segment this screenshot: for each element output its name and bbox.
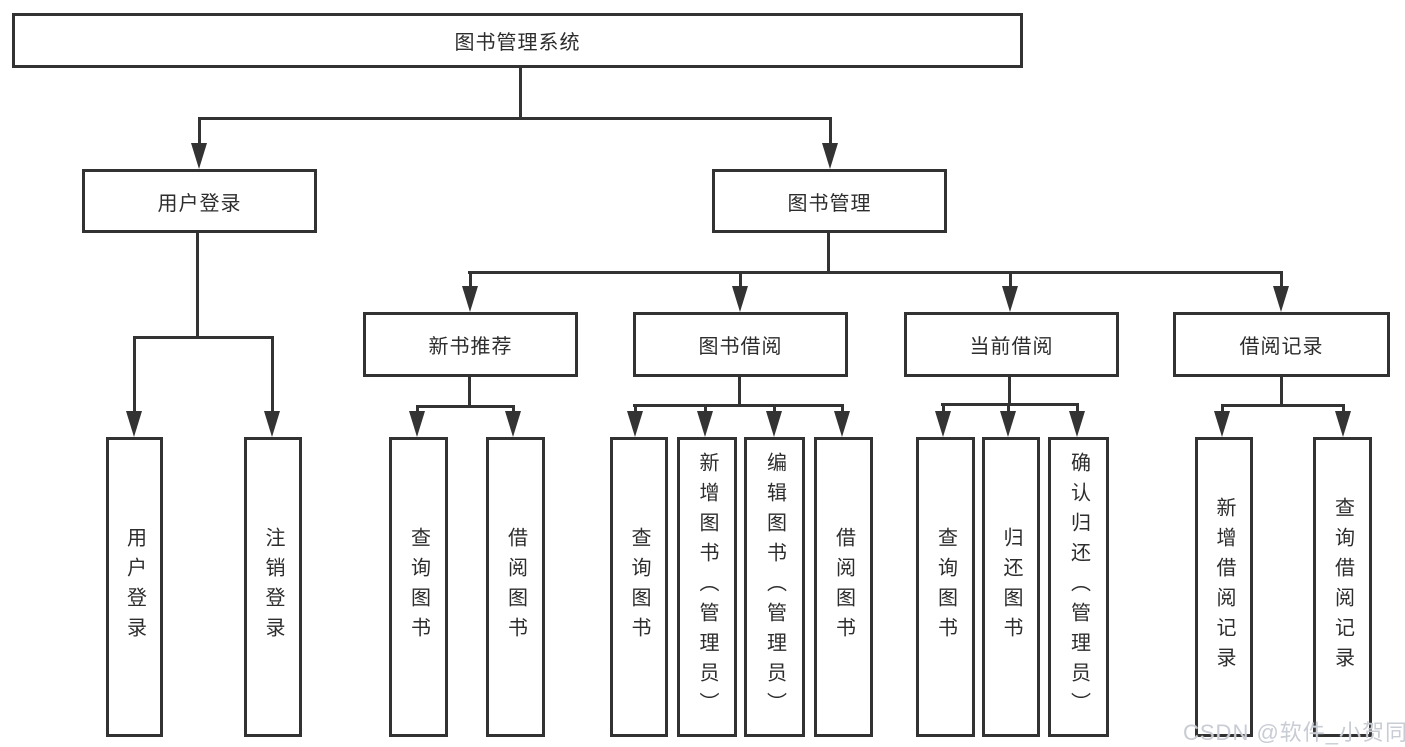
leaf-query-books-borrowing: 查询图书 xyxy=(610,437,668,737)
connector-borrowing-drop-2 xyxy=(704,404,707,415)
connector-borrowing-drop-1 xyxy=(634,404,637,415)
node-new-book-recommend-label: 新书推荐 xyxy=(428,336,513,358)
node-current-borrowing: 当前借阅 xyxy=(904,312,1119,377)
arrow-down-icon xyxy=(732,286,748,312)
leaf-query-books-current-label: 查询图书 xyxy=(934,527,957,647)
connector-user-login-drop-1 xyxy=(133,336,136,414)
leaf-logout-label: 注销登录 xyxy=(262,527,284,647)
leaf-user-login-label: 用户登录 xyxy=(123,527,146,647)
node-book-management-label: 图书管理 xyxy=(787,192,872,215)
arrow-down-icon xyxy=(697,411,713,437)
leaf-edit-books-admin-label: 编辑图书（管理员） xyxy=(763,452,786,722)
connector-l2-drop-3 xyxy=(1009,271,1012,289)
leaf-confirm-return-admin: 确认归还（管理员） xyxy=(1048,437,1109,737)
arrow-down-icon xyxy=(627,411,643,437)
connector-l2-drop-2 xyxy=(739,271,742,289)
arrow-down-icon xyxy=(1000,411,1016,437)
connector-current-drop-1 xyxy=(942,403,945,415)
node-borrowing-records-label: 借阅记录 xyxy=(1239,336,1324,358)
leaf-query-borrow-record: 查询借阅记录 xyxy=(1313,437,1372,737)
arrow-down-icon xyxy=(126,411,142,437)
connector-records-stem xyxy=(1280,377,1283,407)
arrow-down-icon xyxy=(1273,286,1289,312)
connector-recommend-stem xyxy=(468,377,471,408)
node-user-login-label: 用户登录 xyxy=(157,192,242,215)
connector-current-drop-3 xyxy=(1076,403,1079,415)
arrow-down-icon xyxy=(935,411,951,437)
connector-borrowing-drop-4 xyxy=(841,404,844,415)
leaf-borrow-books-borrowing-label: 借阅图书 xyxy=(832,527,855,647)
leaf-confirm-return-admin-label: 确认归还（管理员） xyxy=(1067,452,1090,722)
arrow-down-icon xyxy=(462,286,478,312)
node-book-borrowing-label: 图书借阅 xyxy=(698,336,783,358)
node-root-label: 图书管理系统 xyxy=(454,32,581,54)
connector-user-login-branch xyxy=(133,336,274,339)
connector-records-branch xyxy=(1221,404,1345,407)
arrow-down-icon xyxy=(409,411,425,437)
node-new-book-recommend: 新书推荐 xyxy=(363,312,578,377)
leaf-borrow-books-borrowing: 借阅图书 xyxy=(814,437,873,737)
leaf-query-borrow-record-label: 查询借阅记录 xyxy=(1331,497,1354,677)
arrow-down-icon xyxy=(191,143,207,169)
node-user-login: 用户登录 xyxy=(82,169,317,233)
leaf-add-books-admin: 新增图书（管理员） xyxy=(677,437,737,737)
leaf-edit-books-admin: 编辑图书（管理员） xyxy=(744,437,805,737)
arrow-down-icon xyxy=(834,411,850,437)
connector-l1-drop-left xyxy=(198,117,201,146)
connector-l1-drop-right xyxy=(829,117,832,146)
leaf-add-borrow-record: 新增借阅记录 xyxy=(1195,437,1253,737)
connector-recommend-drop-2 xyxy=(512,405,515,415)
node-current-borrowing-label: 当前借阅 xyxy=(969,336,1054,358)
connector-borrowing-branch xyxy=(633,404,844,407)
connector-l1-branch xyxy=(198,117,832,120)
connector-l2-drop-4 xyxy=(1280,271,1283,289)
leaf-logout: 注销登录 xyxy=(244,437,302,737)
node-root: 图书管理系统 xyxy=(12,13,1023,68)
node-book-borrowing: 图书借阅 xyxy=(633,312,848,377)
leaf-query-books-recommend: 查询图书 xyxy=(389,437,448,737)
leaf-query-books-recommend-label: 查询图书 xyxy=(407,527,430,647)
connector-records-drop-1 xyxy=(1221,404,1224,415)
connector-l2-branch xyxy=(468,271,1283,274)
arrow-down-icon xyxy=(264,411,280,437)
leaf-add-borrow-record-label: 新增借阅记录 xyxy=(1213,497,1235,677)
connector-recommend-drop-1 xyxy=(416,405,419,415)
connector-current-stem xyxy=(1008,377,1011,406)
arrow-down-icon xyxy=(1214,411,1230,437)
connector-borrowing-drop-3 xyxy=(773,404,776,415)
connector-book-mgmt-stem xyxy=(827,233,830,274)
arrow-down-icon xyxy=(1335,411,1351,437)
connector-l2-drop-1 xyxy=(469,271,472,289)
arrow-down-icon xyxy=(505,411,521,437)
connector-recommend-branch xyxy=(416,405,515,408)
arrow-down-icon xyxy=(766,411,782,437)
connector-borrowing-stem xyxy=(738,377,741,407)
leaf-user-login: 用户登录 xyxy=(106,437,163,737)
connector-user-login-stem xyxy=(196,233,199,336)
connector-current-drop-2 xyxy=(1007,403,1010,415)
leaf-borrow-books-recommend: 借阅图书 xyxy=(486,437,545,737)
connector-records-drop-2 xyxy=(1342,404,1345,415)
connector-root-stem xyxy=(519,68,522,118)
node-borrowing-records: 借阅记录 xyxy=(1173,312,1390,377)
arrow-down-icon xyxy=(1069,411,1085,437)
leaf-query-books-borrowing-label: 查询图书 xyxy=(628,527,650,647)
connector-current-branch xyxy=(941,403,1079,406)
leaf-query-books-current: 查询图书 xyxy=(916,437,975,737)
leaf-return-books: 归还图书 xyxy=(982,437,1040,737)
node-book-management: 图书管理 xyxy=(712,169,947,233)
leaf-return-books-label: 归还图书 xyxy=(1000,527,1022,647)
connector-user-login-drop-2 xyxy=(271,336,274,414)
arrow-down-icon xyxy=(822,143,838,169)
leaf-add-books-admin-label: 新增图书（管理员） xyxy=(696,452,718,722)
arrow-down-icon xyxy=(1002,286,1018,312)
csdn-watermark: CSDN @软件_小贺同学 xyxy=(1183,720,1405,745)
leaf-borrow-books-recommend-label: 借阅图书 xyxy=(504,527,527,647)
